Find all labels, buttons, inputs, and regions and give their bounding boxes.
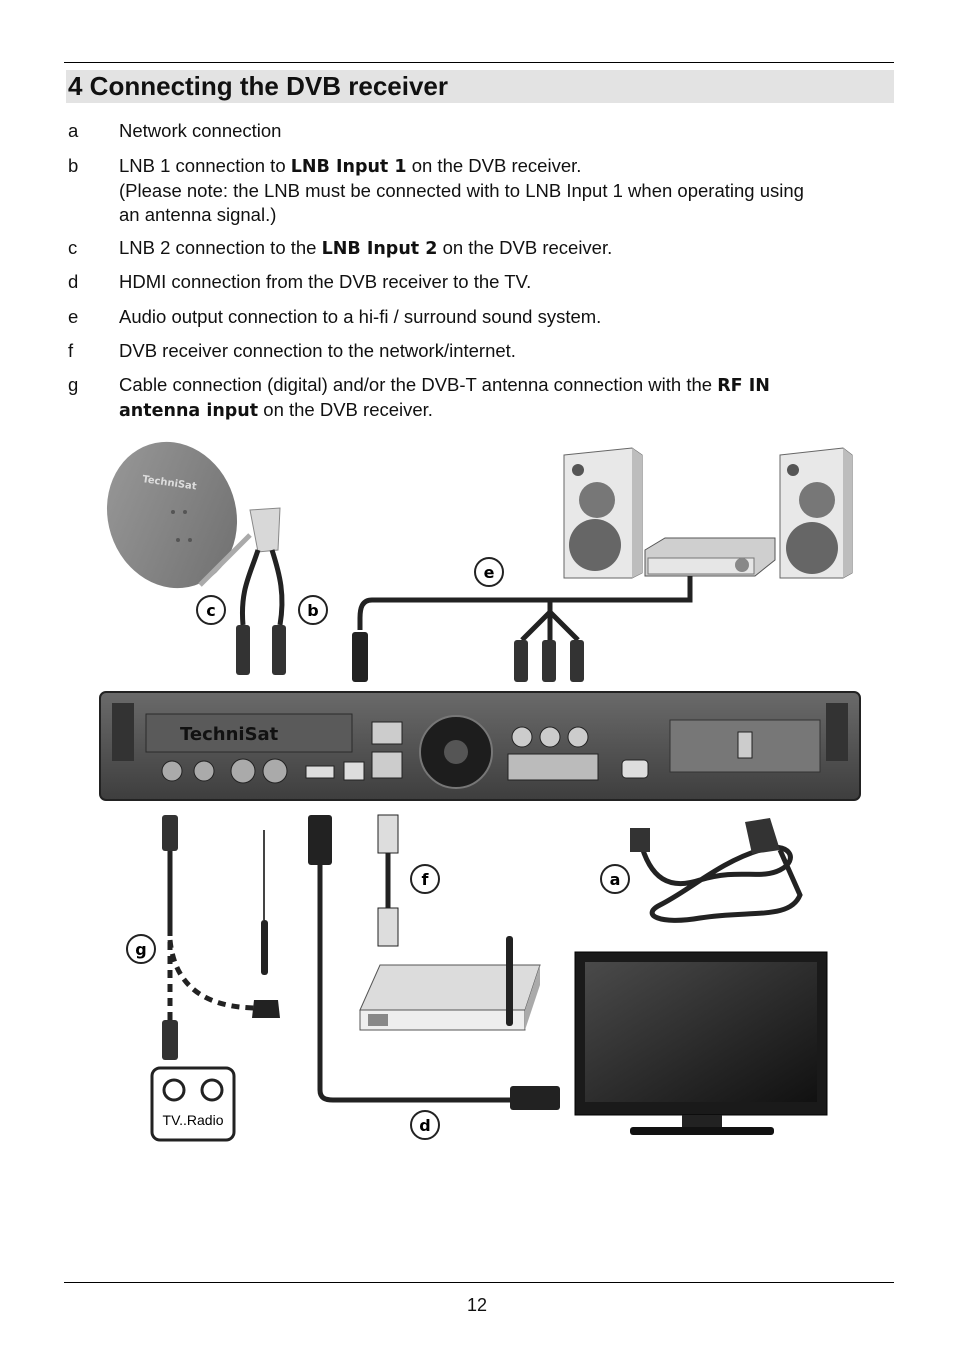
item-letter: f xyxy=(68,340,74,361)
item-text: LNB 1 connection to LNB Input 1 on the D… xyxy=(119,154,889,227)
page-heading: 4 Connecting the DVB receiver xyxy=(68,71,448,101)
dvbt-antenna-icon xyxy=(252,830,280,1018)
item-text: HDMI connection from the DVB receiver to… xyxy=(119,271,532,292)
bottom-rule xyxy=(64,1282,894,1283)
item-text-pre: LNB 2 connection to the xyxy=(119,237,322,258)
callout-label: d xyxy=(419,1116,430,1135)
satellite-dish-icon: TechniSat xyxy=(106,441,286,675)
item-text: LNB 2 connection to the LNB Input 2 on t… xyxy=(119,236,889,261)
item-text: Cable connection (digital) and/or the DV… xyxy=(119,373,889,423)
item-text-post: on the DVB receiver. xyxy=(437,237,613,258)
item-text-bold: antenna input xyxy=(119,401,259,421)
television-icon xyxy=(574,951,828,1135)
page-number: 12 xyxy=(466,1295,488,1315)
item-text-post: on the DVB receiver. xyxy=(258,399,433,420)
item-letter: c xyxy=(68,237,78,258)
callout-a: a xyxy=(600,864,630,894)
callout-d: d xyxy=(410,1110,440,1140)
item-text-line2: antenna input on the DVB receiver. xyxy=(119,398,889,423)
callout-e: e xyxy=(474,557,504,587)
callout-label: e xyxy=(484,563,495,582)
item-letter: e xyxy=(68,306,79,327)
item-letter: a xyxy=(68,120,79,141)
item-text-pre: Cable connection (digital) and/or the DV… xyxy=(119,374,718,395)
item-text-bold: LNB Input 1 xyxy=(290,157,407,177)
receiver-logo: TechniSat xyxy=(180,724,279,745)
item-text: DVB receiver connection to the network/i… xyxy=(119,340,516,361)
item-text-bold: LNB Input 2 xyxy=(321,239,438,259)
item-text-pre: LNB 1 connection to xyxy=(119,155,291,176)
callout-label: f xyxy=(422,870,430,889)
item-note-line: an antenna signal.) xyxy=(119,204,277,225)
item-text: Network connection xyxy=(119,120,282,141)
wall-socket-label: TV..Radio xyxy=(163,1112,224,1128)
callout-f: f xyxy=(410,864,440,894)
callout-label: c xyxy=(206,601,215,620)
callout-c: c xyxy=(196,595,226,625)
wall-socket-icon: TV..Radio xyxy=(150,1066,236,1142)
item-note-line: (Please note: the LNB must be connected … xyxy=(119,180,804,201)
router-icon xyxy=(359,936,541,1031)
power-cable-icon xyxy=(630,818,803,923)
top-rule xyxy=(64,62,894,63)
item-text-post: on the DVB receiver. xyxy=(406,155,582,176)
item-letter: g xyxy=(68,374,79,395)
callout-label: g xyxy=(135,940,146,959)
hifi-system-icon xyxy=(563,447,853,579)
item-text: Audio output connection to a hi-fi / sur… xyxy=(119,306,602,327)
callout-label: b xyxy=(307,601,318,620)
callout-label: a xyxy=(610,870,621,889)
connection-diagram: TechniSat c b e xyxy=(99,441,861,1142)
item-text-bold: RF IN xyxy=(717,376,770,396)
item-letter: b xyxy=(68,155,79,176)
heading-background xyxy=(66,70,894,103)
callout-g: g xyxy=(126,934,156,964)
callout-b: b xyxy=(298,595,328,625)
item-letter: d xyxy=(68,271,79,292)
dvb-receiver-icon: TechniSat xyxy=(99,691,861,801)
